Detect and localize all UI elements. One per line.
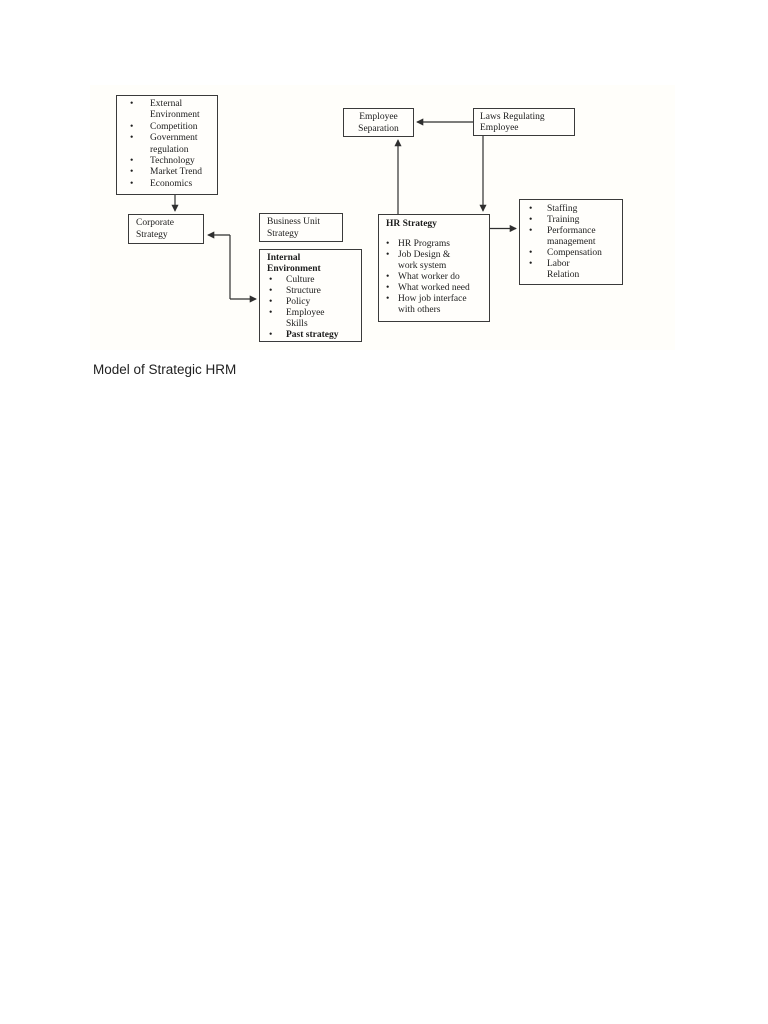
list-item-label: Market Trend: [150, 167, 202, 178]
list-item-label: Job Design & work system: [398, 250, 451, 271]
box-employee-separation: Employee Separation: [343, 108, 414, 137]
list-item: • External Environment: [117, 99, 217, 122]
bullet-icon: •: [529, 226, 533, 236]
box-laws-regulating-employee: Laws Regulating Employee: [473, 108, 575, 136]
bullet-icon: •: [386, 250, 390, 260]
box-label: Business Unit Strategy: [267, 217, 321, 239]
list-item-label: Past strategy: [286, 330, 339, 340]
figure-caption: Model of Strategic HRM: [93, 362, 237, 377]
list-item: • How job interface with others: [379, 294, 489, 316]
list-item: • Past strategy: [260, 330, 361, 341]
hrm-model-figure: • External Environment • Competition • Gove…: [90, 85, 675, 350]
list-item-label: Performance management: [547, 226, 596, 247]
list-item-label: Culture: [286, 275, 315, 285]
list-item: • Staffing: [520, 204, 622, 215]
bullet-icon: •: [529, 259, 533, 269]
list-item-label: Technology: [150, 156, 195, 167]
list-item: • Culture: [260, 275, 361, 286]
bullet-icon: •: [529, 204, 533, 214]
list-item: • Competition: [117, 122, 217, 133]
list-item: • HR Programs: [379, 239, 489, 250]
list-item: • Training: [520, 215, 622, 226]
box-label: Corporate Strategy: [136, 218, 174, 240]
list-item: • Market Trend: [117, 167, 217, 178]
list-item: • Policy: [260, 297, 361, 308]
list-item: • Technology: [117, 156, 217, 167]
box-internal-environment: Internal Environment • Culture • Structure…: [259, 249, 362, 342]
bullet-icon: •: [269, 275, 273, 285]
bullet-icon: •: [269, 297, 273, 307]
box-hr-strategy: HR Strategy • HR Programs • Job Design & w…: [378, 214, 490, 322]
list-item: • What worker do: [379, 272, 489, 283]
list-item: • Performance management: [520, 226, 622, 248]
list-item-label: Employee Skills: [286, 308, 325, 329]
list-item-label: Training: [547, 215, 580, 225]
bullet-icon: •: [130, 167, 134, 178]
list-item-label: HR Programs: [398, 239, 450, 249]
list-item: • Employee Skills: [260, 308, 361, 330]
box-title: HR Strategy: [386, 219, 437, 229]
list-item-label: Labor Relation: [547, 259, 580, 280]
box-hr-practices: • Staffing • Training • Performance managem…: [519, 199, 623, 285]
box-label: Employee Separation: [358, 112, 399, 134]
list-item: • Government regulation: [117, 133, 217, 156]
box-business-unit-strategy: Business Unit Strategy: [259, 213, 343, 242]
bullet-list: • HR Programs • Job Design & work system •…: [379, 239, 489, 316]
box-title: Internal Environment: [267, 253, 321, 274]
list-item-label: Policy: [286, 297, 311, 307]
bullet-icon: •: [130, 121, 134, 132]
bullet-icon: •: [269, 330, 273, 340]
list-item-label: Staffing: [547, 204, 578, 214]
bullet-icon: •: [130, 99, 134, 109]
bullet-icon: •: [130, 156, 134, 167]
bullet-icon: •: [386, 283, 390, 293]
box-label: Laws Regulating Employee: [480, 111, 545, 134]
list-item: • Job Design & work system: [379, 250, 489, 272]
list-item-label: Economics: [150, 178, 193, 189]
bullet-icon: •: [529, 215, 533, 225]
list-item-label: Structure: [286, 286, 321, 296]
list-item: • Economics: [117, 179, 217, 190]
list-item: • What worked need: [379, 283, 489, 294]
list-item-label: External Environment: [150, 99, 200, 121]
list-item-label: What worked need: [398, 283, 470, 293]
bullet-icon: •: [386, 239, 390, 249]
list-item-label: Compensation: [547, 248, 602, 258]
box-corporate-strategy: Corporate Strategy: [128, 214, 204, 244]
box-external-environment: • External Environment • Competition • Gove…: [116, 95, 218, 195]
list-item-label: How job interface with others: [398, 294, 467, 315]
bullet-icon: •: [386, 272, 390, 282]
list-item-label: Competition: [150, 121, 198, 132]
bullet-icon: •: [130, 178, 134, 189]
bullet-icon: •: [529, 248, 533, 258]
bullet-icon: •: [130, 133, 134, 144]
bullet-icon: •: [269, 308, 273, 318]
connector-arrows: [171, 118, 517, 303]
list-item: • Compensation: [520, 248, 622, 259]
list-item-label: What worker do: [398, 272, 460, 282]
bullet-icon: •: [386, 294, 390, 304]
list-item: • Structure: [260, 286, 361, 297]
list-item-label: Government regulation: [150, 133, 198, 155]
bullet-icon: •: [269, 286, 273, 296]
list-item: • Labor Relation: [520, 259, 622, 281]
